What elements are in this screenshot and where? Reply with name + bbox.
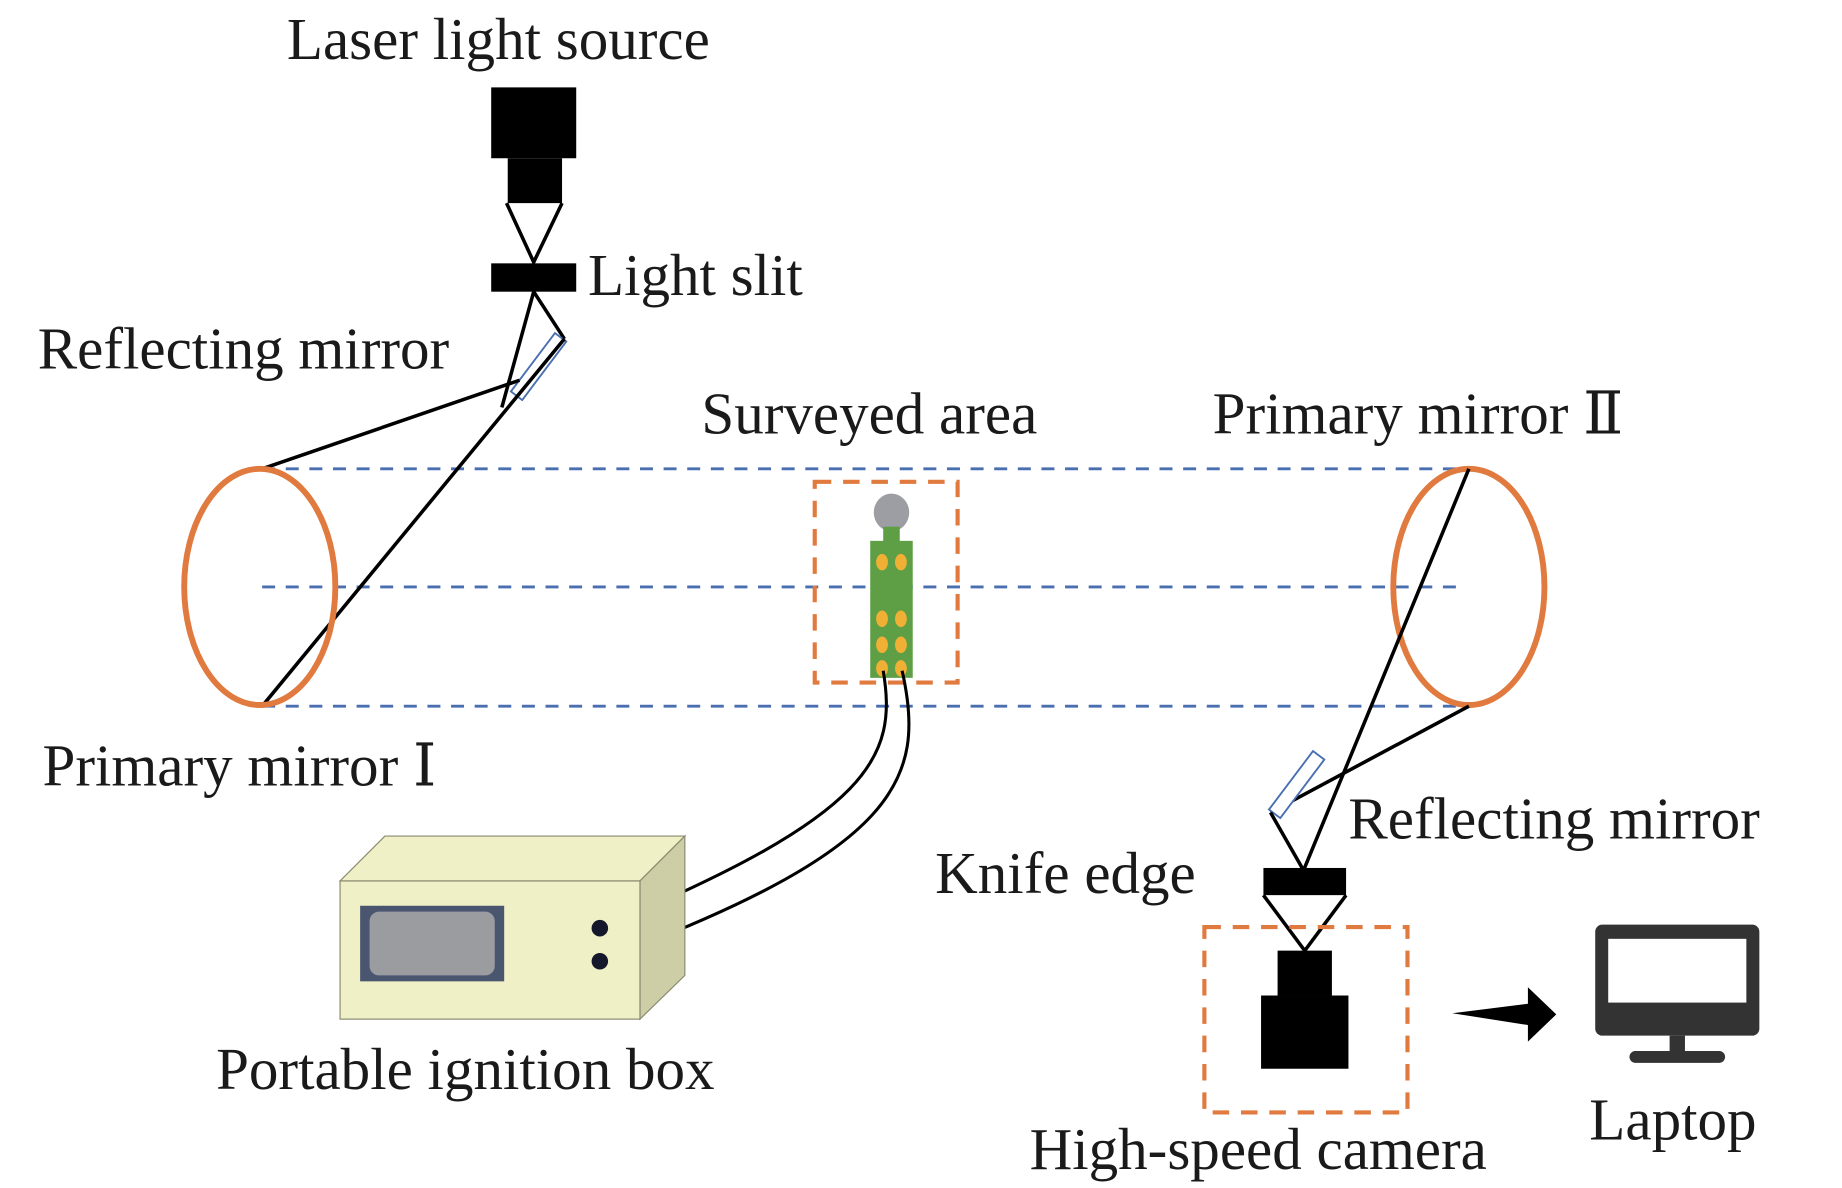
arrow-right-icon: [1452, 987, 1557, 1042]
surveyed-area-box: [812, 479, 960, 685]
sample-contact: [876, 636, 888, 654]
primary-mirror-1-label: Primary mirror Ⅰ: [43, 732, 437, 798]
test-sample: [870, 493, 913, 678]
surveyed-area-label: Surveyed area: [701, 380, 1037, 446]
laptop-icon: [1595, 924, 1760, 1063]
ignition-box-top: [338, 835, 687, 882]
reflecting-mirror-1-label: Reflecting mirror: [38, 315, 450, 381]
laser-light-source-label: Laser light source: [287, 6, 710, 72]
beam-primary2-to-mirror2-bottom: [1269, 704, 1470, 815]
beam-knife-to-camera: [1262, 894, 1348, 954]
beam-mirror2-to-knife: [1268, 811, 1306, 872]
portable-ignition-box: [338, 834, 687, 1021]
high-speed-camera-label: High-speed camera: [1030, 1116, 1487, 1182]
ignition-box-screen: [369, 911, 495, 976]
sample-contact: [895, 636, 907, 654]
monitor-base: [1629, 1051, 1726, 1063]
primary-mirror-1: [181, 465, 339, 708]
sample-contact: [876, 553, 888, 571]
monitor-screen: [1608, 938, 1747, 1003]
sample-contact: [895, 660, 907, 677]
laser-light-source: [491, 87, 577, 204]
sample-neck: [883, 526, 900, 544]
primary-mirror-2: [1390, 465, 1548, 708]
laser-body-top: [491, 87, 577, 159]
camera-lens: [1277, 950, 1332, 996]
sample-contact: [895, 553, 907, 571]
ignition-wire-2: [601, 670, 911, 962]
reflecting-mirror-2: [1267, 749, 1326, 820]
beam-mirror1-to-primary1-top: [261, 378, 521, 471]
sample-tip: [873, 493, 910, 532]
knife-edge-label: Knife edge: [935, 840, 1196, 906]
laptop-label: Laptop: [1589, 1087, 1756, 1153]
ignition-wire-1: [601, 670, 888, 929]
ignition-box-port-2: [591, 952, 609, 970]
monitor-stand: [1669, 1035, 1685, 1055]
beam-slit-to-mirror-a: [532, 290, 566, 340]
beam-laser-to-slit: [504, 202, 564, 267]
high-speed-camera-box: [1202, 924, 1410, 1115]
laser-body-bottom: [507, 158, 563, 204]
sample-contact: [895, 610, 907, 628]
optical-axes: [262, 467, 1467, 708]
portable-ignition-box-label: Portable ignition box: [216, 1036, 714, 1102]
ignition-box-port-1: [591, 919, 609, 937]
light-slit: [491, 263, 577, 292]
beam-mirror1-to-primary1-bottom: [260, 337, 566, 708]
sample-contact: [876, 660, 888, 677]
reflecting-mirror-2-label: Reflecting mirror: [1348, 785, 1760, 851]
primary-mirror-2-label: Primary mirror Ⅱ: [1213, 380, 1624, 446]
beam-slit-to-mirror-b: [500, 291, 536, 408]
camera-body: [1261, 995, 1349, 1069]
high-speed-camera: [1261, 950, 1349, 1069]
knife-edge: [1263, 867, 1347, 896]
sample-contact: [876, 610, 888, 628]
light-slit-label: Light slit: [588, 242, 803, 308]
beam-primary2-to-mirror2-top: [1301, 468, 1471, 872]
